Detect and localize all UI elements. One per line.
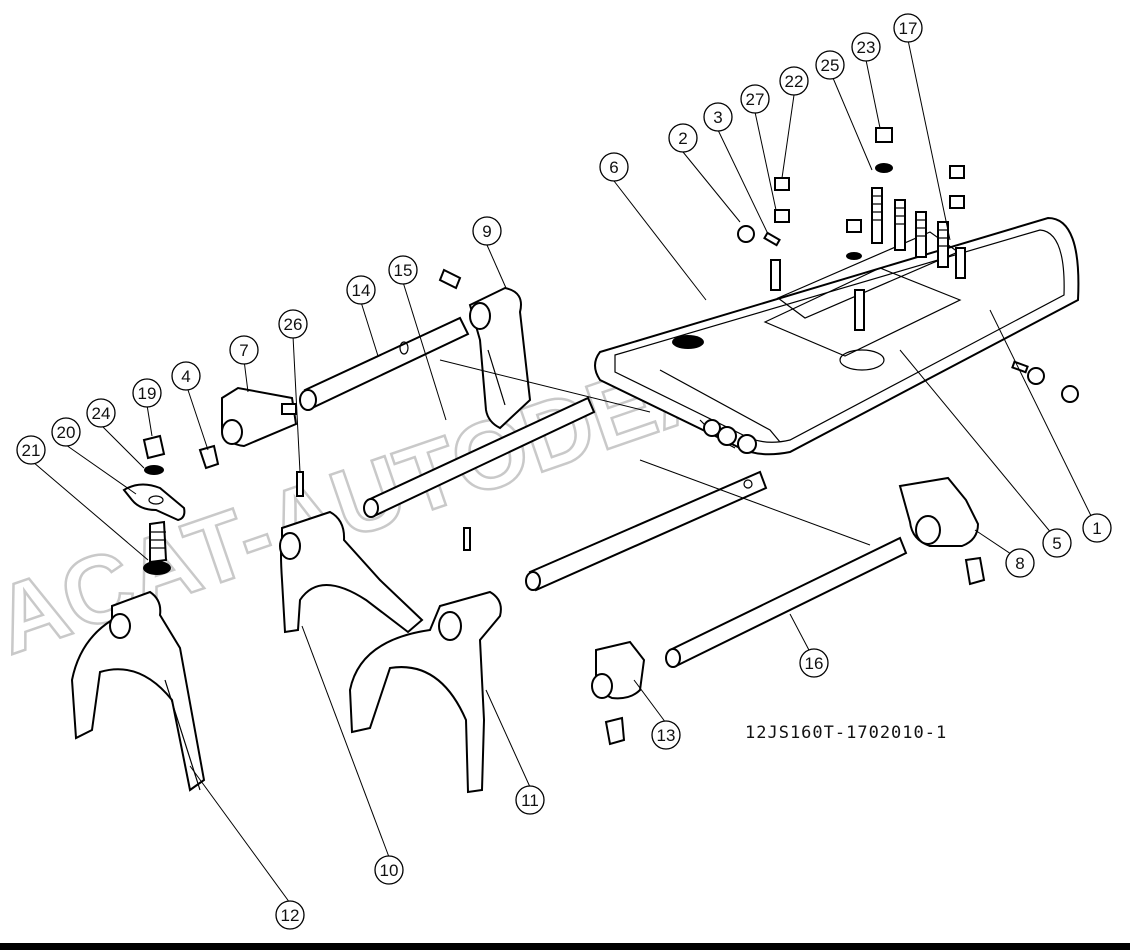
pin-11 — [463, 527, 471, 551]
fork-12 — [70, 590, 206, 792]
callout-25: 25 — [821, 56, 840, 75]
selector-8 — [898, 476, 986, 586]
leader-lines — [32, 39, 1098, 904]
callout-3: 3 — [713, 108, 722, 127]
bracket-20 — [122, 483, 186, 522]
callout-5: 5 — [1052, 534, 1061, 553]
drawing-code: 12JS160T-1702010-1 — [745, 723, 947, 743]
callout-16: 16 — [805, 654, 824, 673]
nut-23 — [875, 127, 893, 143]
bottom-border — [0, 943, 1130, 950]
callout-1: 1 — [1092, 519, 1101, 538]
callout-19: 19 — [138, 384, 157, 403]
shift-rail-16 — [665, 536, 908, 668]
callout-12: 12 — [281, 906, 300, 925]
callout-9: 9 — [482, 222, 491, 241]
washer-24 — [144, 465, 164, 475]
callout-7: 7 — [239, 341, 248, 360]
shift-rail-14 — [299, 316, 470, 411]
block-7 — [198, 386, 298, 470]
callout-11: 11 — [521, 791, 539, 810]
callout-27: 27 — [746, 90, 765, 109]
callout-21: 21 — [22, 441, 41, 460]
shift-lever-9 — [438, 268, 532, 430]
callout-20: 20 — [57, 423, 76, 442]
callout-2: 2 — [678, 129, 687, 148]
studs-springs — [770, 187, 966, 331]
callout-4: 4 — [181, 367, 190, 386]
nut-19 — [142, 434, 166, 460]
nut-22 — [774, 177, 790, 191]
callout-23: 23 — [857, 38, 876, 57]
shift-rail-middle — [525, 470, 768, 592]
callout-10: 10 — [380, 861, 399, 880]
callout-6: 6 — [609, 158, 618, 177]
callout-26: 26 — [284, 315, 303, 334]
callout-13: 13 — [657, 726, 676, 745]
callout-22: 22 — [785, 72, 804, 91]
pin-26 — [296, 471, 304, 497]
callout-24: 24 — [92, 404, 111, 423]
ball-2 — [737, 225, 755, 243]
shift-rail-15 — [363, 396, 596, 518]
fork-11 — [348, 590, 502, 794]
callout-8: 8 — [1015, 554, 1024, 573]
selector-13 — [591, 640, 646, 746]
callout-15: 15 — [394, 261, 413, 280]
fork-10 — [279, 510, 424, 634]
plug-4 — [198, 444, 220, 470]
washer-25 — [875, 163, 893, 173]
pin-3 — [763, 231, 781, 247]
small-parts — [737, 127, 1079, 403]
nut-27 — [774, 209, 790, 223]
callout-17: 17 — [899, 19, 918, 38]
bolt-21 — [149, 520, 168, 564]
callout-14: 14 — [352, 281, 371, 300]
callout-circles — [16, 13, 1112, 930]
bolt-stack — [122, 434, 186, 575]
